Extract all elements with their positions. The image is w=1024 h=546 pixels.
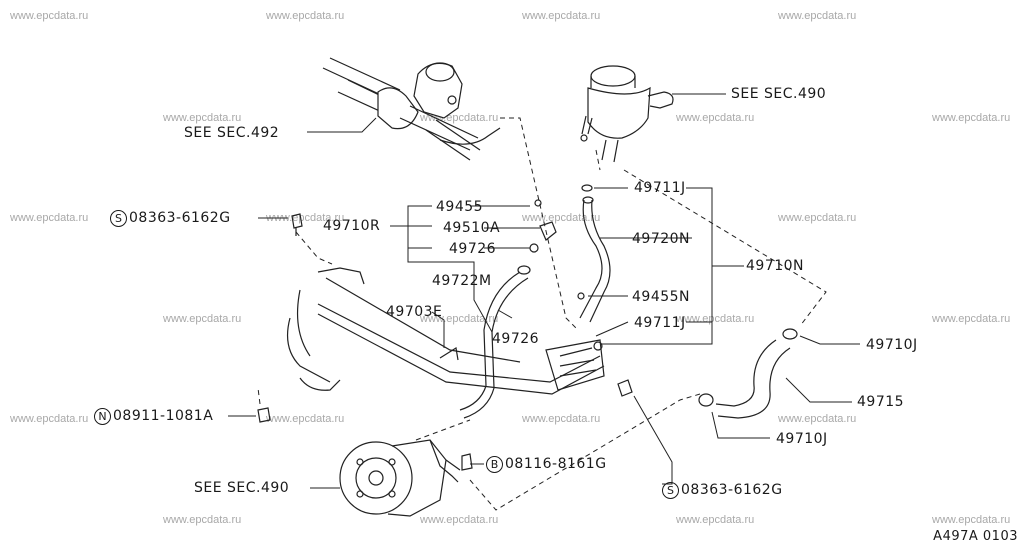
dashed-guide xyxy=(500,117,577,329)
label-49711j-bottom: 49711J xyxy=(634,315,686,331)
watermark: www.epcdata.ru xyxy=(522,413,601,425)
watermark: www.epcdata.ru xyxy=(932,313,1011,325)
hose-49720n-drawing xyxy=(579,199,603,319)
label-text: 08363-6162G xyxy=(129,210,231,226)
label-49703e: 49703E xyxy=(386,304,443,320)
watermark: www.epcdata.ru xyxy=(522,212,601,224)
label-text: 08363-6162G xyxy=(681,482,783,498)
label-49455n: 49455N xyxy=(632,289,691,305)
label-49710j-bottom: 49710J xyxy=(776,431,828,447)
label-49710r: 49710R xyxy=(323,218,381,234)
watermark: www.epcdata.ru xyxy=(10,10,89,22)
label-49510a: 49510A xyxy=(443,220,501,236)
watermark: www.epcdata.ru xyxy=(420,514,499,526)
label-49722m: 49722M xyxy=(432,273,492,289)
hose-49715-drawing xyxy=(715,339,777,407)
label-see-sec-490-bottom: SEE SEC.490 xyxy=(194,480,290,496)
hose-49722m-drawing xyxy=(459,271,521,411)
label-49711j-top: 49711J xyxy=(634,180,686,196)
watermark: www.epcdata.ru xyxy=(163,514,242,526)
clamp-49711j-drawing xyxy=(581,184,593,192)
label-text: 08911-1081A xyxy=(113,408,214,424)
watermark: www.epcdata.ru xyxy=(932,112,1011,124)
label-49455-top: 49455 xyxy=(436,199,484,215)
watermark: www.epcdata.ru xyxy=(266,212,345,224)
watermark: www.epcdata.ru xyxy=(778,212,857,224)
watermark: www.epcdata.ru xyxy=(163,112,242,124)
reservoir-drawing xyxy=(580,65,674,163)
label-see-sec-492: SEE SEC.492 xyxy=(184,125,280,141)
watermark: www.epcdata.ru xyxy=(932,514,1011,526)
watermark: www.epcdata.ru xyxy=(163,313,242,325)
label-prefix-s: S xyxy=(662,482,679,499)
label-prefix-b: B xyxy=(486,456,503,473)
label-prefix-s: S xyxy=(110,210,127,227)
watermark: www.epcdata.ru xyxy=(266,413,345,425)
pipe-assembly-drawing xyxy=(317,303,601,383)
watermark: www.epcdata.ru xyxy=(676,112,755,124)
pump-drawing xyxy=(339,439,461,517)
label-49726-a: 49726 xyxy=(449,241,497,257)
label-49710n: 49710N xyxy=(746,258,805,274)
watermark: www.epcdata.ru xyxy=(778,10,857,22)
watermark: www.epcdata.ru xyxy=(266,10,345,22)
label-49715: 49715 xyxy=(857,394,905,410)
watermark: www.epcdata.ru xyxy=(10,413,89,425)
watermark: www.epcdata.ru xyxy=(676,514,755,526)
label-text: 08116-8161G xyxy=(505,456,607,472)
label-49710j-right: 49710J xyxy=(866,337,918,353)
watermark: www.epcdata.ru xyxy=(522,10,601,22)
watermark: www.epcdata.ru xyxy=(10,212,89,224)
watermark: www.epcdata.ru xyxy=(420,313,499,325)
steering-gear-drawing xyxy=(322,57,501,161)
label-prefix-n: N xyxy=(94,408,111,425)
label-49720n: 49720N xyxy=(632,231,691,247)
label-49726-b: 49726 xyxy=(492,331,540,347)
diagram-code: A497A 0103 xyxy=(933,529,1018,544)
leader-line xyxy=(307,117,377,133)
label-see-sec-490-top: SEE SEC.490 xyxy=(731,86,827,102)
watermark: www.epcdata.ru xyxy=(778,413,857,425)
